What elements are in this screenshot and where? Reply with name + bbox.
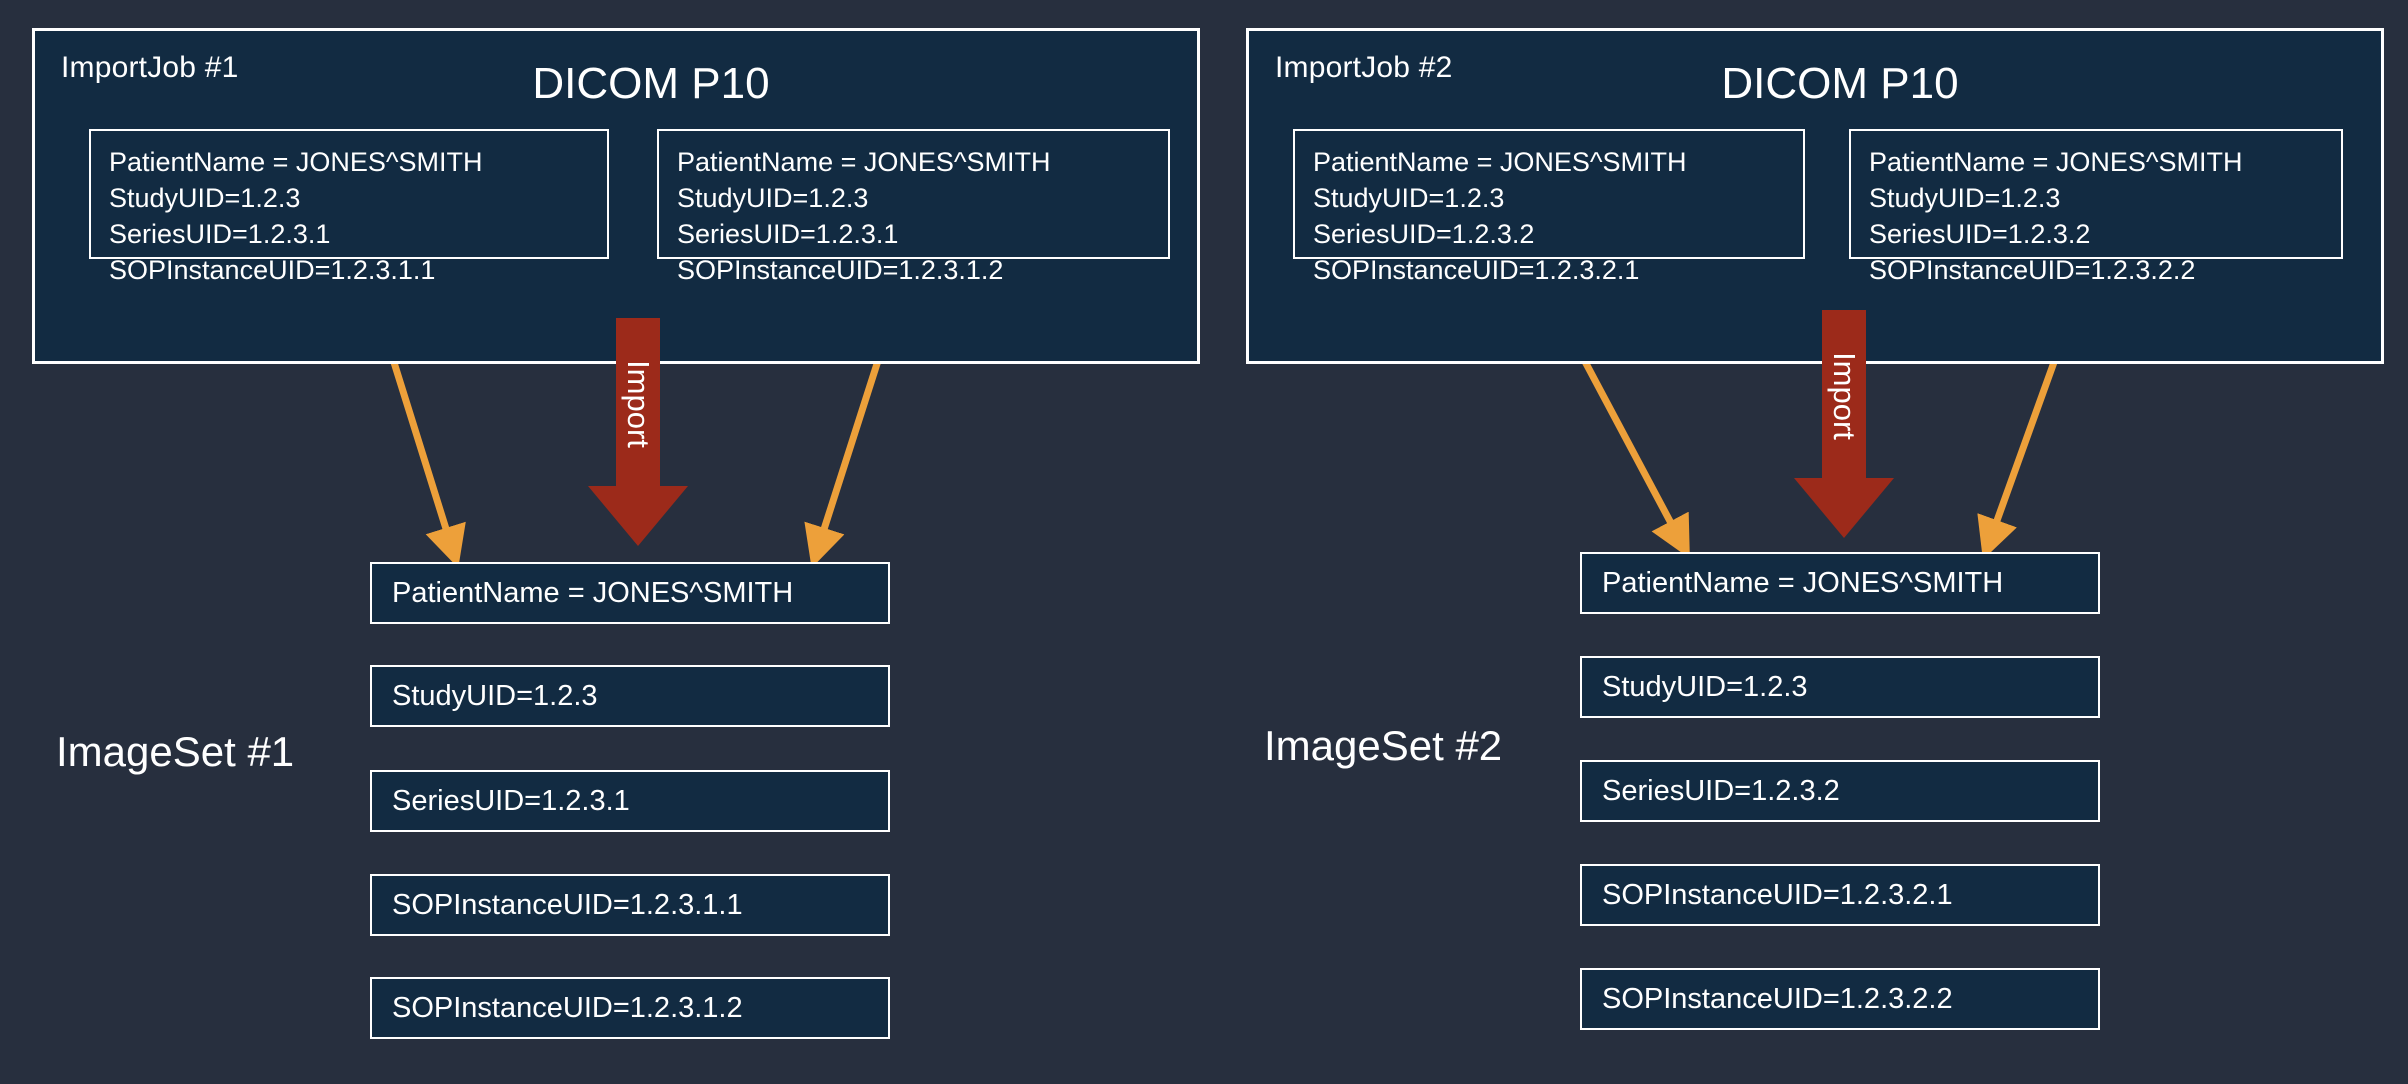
imageset-attribute-row: SeriesUID=1.2.3.2 [1580,760,2100,822]
arrow-shaft [1822,310,1866,482]
patient-name-value: PatientName = JONES^SMITH [109,147,483,177]
patient-name-value: PatientName = JONES^SMITH [1313,147,1687,177]
series-uid-value: SeriesUID=1.2.3.2 [1313,218,1535,249]
imageset-attribute-row: SOPInstanceUID=1.2.3.1.2 [370,977,890,1039]
import-job-label-2: ImportJob #2 [1275,51,1453,84]
imageset-attribute-row: SeriesUID=1.2.3.1 [370,770,890,832]
imageset-attribute-row: PatientName = JONES^SMITH [1580,552,2100,614]
arrow-shaft [616,318,660,490]
import-arrow-1: Import [588,318,688,546]
arrow-head-icon [1794,478,1894,538]
import-arrow-2: Import [1794,310,1894,538]
import-job-panel-1: ImportJob #1 DICOM P10 PatientName = JON… [32,28,1200,364]
patient-name-value: PatientName = JONES^SMITH [1869,147,2243,177]
dicom-instance-box-1-2: PatientName = JONES^SMITH StudyUID=1.2.3… [657,129,1170,285]
imageset-label-2: ImageSet #2 [1264,722,1503,769]
dicom-instance-box-2-2: PatientName = JONES^SMITH StudyUID=1.2.3… [1849,129,2343,285]
study-uid-value: StudyUID=1.2.3 [1313,182,1505,213]
series-uid-value: SeriesUID=1.2.3.1 [109,218,331,249]
sop-instance-uid-value: SOPInstanceUID=1.2.3.1.1 [109,254,436,285]
dicom-instance-box-1-1: PatientName = JONES^SMITH StudyUID=1.2.3… [89,129,609,285]
imageset-attribute-row: SOPInstanceUID=1.2.3.1.1 [370,874,890,936]
import-arrow-label-2: Import [1827,352,1862,440]
arrow-head-icon [588,486,688,546]
series-uid-value: SeriesUID=1.2.3.1 [677,218,899,249]
study-uid-value: StudyUID=1.2.3 [677,182,869,213]
sop-instance-uid-value: SOPInstanceUID=1.2.3.2.2 [1869,254,2196,285]
series-uid-value: SeriesUID=1.2.3.2 [1869,218,2091,249]
study-uid-value: StudyUID=1.2.3 [109,182,301,213]
sop-instance-uid-value: SOPInstanceUID=1.2.3.1.2 [677,254,1004,285]
dicom-p10-title-2: DICOM P10 [1721,59,1959,108]
imageset-label-1: ImageSet #1 [56,728,295,775]
import-arrow-label-1: Import [621,360,656,448]
imageset-attribute-row: StudyUID=1.2.3 [1580,656,2100,718]
imageset-attribute-row: PatientName = JONES^SMITH [370,562,890,624]
patient-name-value: PatientName = JONES^SMITH [677,147,1051,177]
dicom-p10-title-1: DICOM P10 [532,59,770,108]
study-uid-value: StudyUID=1.2.3 [1869,182,2061,213]
sop-instance-uid-value: SOPInstanceUID=1.2.3.2.1 [1313,254,1640,285]
import-job-label-1: ImportJob #1 [61,51,239,84]
dicom-instance-box-2-1: PatientName = JONES^SMITH StudyUID=1.2.3… [1293,129,1805,285]
imageset-attribute-row: StudyUID=1.2.3 [370,665,890,727]
imageset-attribute-row: SOPInstanceUID=1.2.3.2.2 [1580,968,2100,1030]
import-job-panel-2: ImportJob #2 DICOM P10 PatientName = JON… [1246,28,2384,364]
imageset-attribute-row: SOPInstanceUID=1.2.3.2.1 [1580,864,2100,926]
